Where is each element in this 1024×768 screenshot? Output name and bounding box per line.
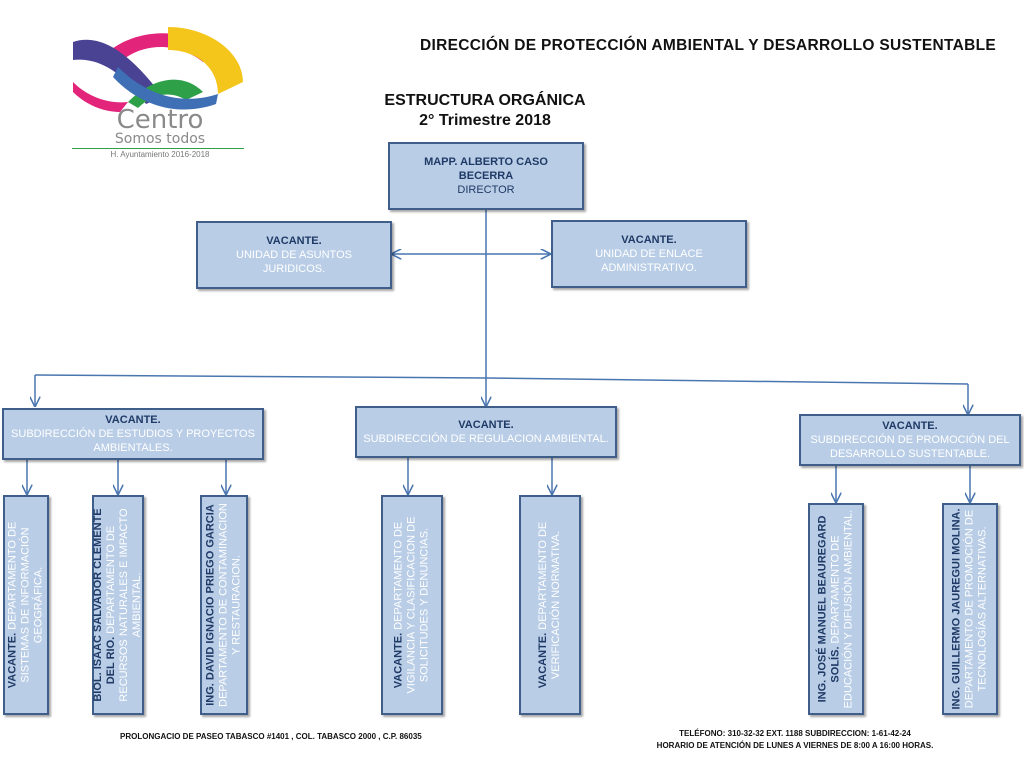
chart-subtitle: 2° Trimestre 2018 xyxy=(419,112,551,129)
dept-contaminacion-box: ING. DAVID IGNACIO PRIEGO GARCIA DEPARTA… xyxy=(200,495,248,715)
dept-contaminacion-name: ING. DAVID IGNACIO PRIEGO GARCIA xyxy=(204,504,217,706)
sub-regulacion-role: SUBDIRECCIÓN DE REGULACION AMBIENTAL. xyxy=(363,433,609,445)
dept-tecnologias-name: ING. GUILLERMO JAUREGUI MOLINA. xyxy=(950,508,963,710)
unit-enlace-box: VACANTE. UNIDAD DE ENLACE ADMINISTRATIVO… xyxy=(551,220,747,288)
dept-sig-name: VACANTE. xyxy=(6,632,19,689)
logo: Centro Somos todos H. Ayuntamiento 2016-… xyxy=(68,22,248,162)
dept-recursos-box: BIOL. ISAAC SALVADOR CLEMENTE DEL RIO. D… xyxy=(92,495,144,715)
dept-verificacion-box: VACANTE. DEPARTAMENTO DE VERIFICACIÓN NO… xyxy=(519,495,581,715)
logo-slogan: Somos todos xyxy=(114,131,206,147)
dept-sig-box: VACANTE. DEPARTAMENTO DE SISTEMAS DE INF… xyxy=(3,495,49,715)
logo-mark xyxy=(73,27,243,112)
unit-juridicos-box: VACANTE. UNIDAD DE ASUNTOS JURIDICOS. xyxy=(196,221,392,289)
dept-vigilancia-box: VACANTE. DEPARTAMENTO DE VIGILANCIA Y CL… xyxy=(381,495,443,715)
sub-estudios-box: VACANTE. SUBDIRECCIÓN DE ESTUDIOS Y PROY… xyxy=(2,408,264,460)
footer-phone: TELÉFONO: 310-32-32 EXT. 1188 SUBDIRECCI… xyxy=(679,729,911,738)
dept-verificacion-name: VACANTE. xyxy=(537,632,549,689)
unit-juridicos-name: VACANTE. xyxy=(266,235,322,247)
dept-tecnologias-role: DEPARTAMENTO DE PROMOCIÓN DE TECNOLOGÍAS… xyxy=(963,509,989,709)
chart-title-block: ESTRUCTURA ORGÁNICA 2° Trimestre 2018 xyxy=(330,91,640,131)
dept-educacion-box: ING. JOSÉ MANUEL BEAUREGARD SOLÍS. DEPAR… xyxy=(808,503,864,715)
connector-sub-bus-left xyxy=(34,374,487,379)
unit-enlace-name: VACANTE. xyxy=(621,234,677,246)
logo-caption: H. Ayuntamiento 2016-2018 xyxy=(110,150,210,159)
sub-promocion-role: SUBDIRECCIÓN DE PROMOCIÓN DEL DESARROLLO… xyxy=(810,434,1010,460)
footer-address: PROLONGACIO DE PASEO TABASCO #1401 , COL… xyxy=(120,732,422,741)
chart-title: ESTRUCTURA ORGÁNICA xyxy=(384,92,586,109)
dept-tecnologias-box: ING. GUILLERMO JAUREGUI MOLINA. DEPARTAM… xyxy=(942,503,998,715)
director-box: MAPP. ALBERTO CASO BECERRA DIRECTOR xyxy=(388,142,584,210)
connector-sub-bus-right xyxy=(485,377,969,385)
director-name: MAPP. ALBERTO CASO BECERRA xyxy=(424,156,548,182)
footer-contact: TELÉFONO: 310-32-32 EXT. 1188 SUBDIRECCI… xyxy=(600,728,990,752)
logo-brand: Centro xyxy=(116,105,204,135)
footer-hours: HORARIO DE ATENCIÓN DE LUNES A VIERNES D… xyxy=(656,741,934,750)
sub-promocion-name: VACANTE. xyxy=(882,420,938,432)
sub-estudios-name: VACANTE. xyxy=(105,414,161,426)
dept-vigilancia-name: VACANTE. xyxy=(392,632,405,689)
unit-enlace-role: UNIDAD DE ENLACE ADMINISTRATIVO. xyxy=(595,248,703,274)
sub-promocion-box: VACANTE. SUBDIRECCIÓN DE PROMOCIÓN DEL D… xyxy=(799,414,1021,466)
director-role: DIRECTOR xyxy=(457,184,515,196)
sub-estudios-role: SUBDIRECCIÓN DE ESTUDIOS Y PROYECTOS AMB… xyxy=(11,428,255,454)
dept-contaminacion-role: DEPARTAMENTO DE CONTAMINACION Y RESTAURA… xyxy=(217,503,243,707)
sub-regulacion-name: VACANTE. xyxy=(458,419,514,431)
unit-juridicos-role: UNIDAD DE ASUNTOS JURIDICOS. xyxy=(236,249,352,275)
page-title: DIRECCIÓN DE PROTECCIÓN AMBIENTAL Y DESA… xyxy=(420,37,997,54)
logo-divider xyxy=(72,148,244,149)
sub-regulacion-box: VACANTE. SUBDIRECCIÓN DE REGULACION AMBI… xyxy=(355,406,617,458)
